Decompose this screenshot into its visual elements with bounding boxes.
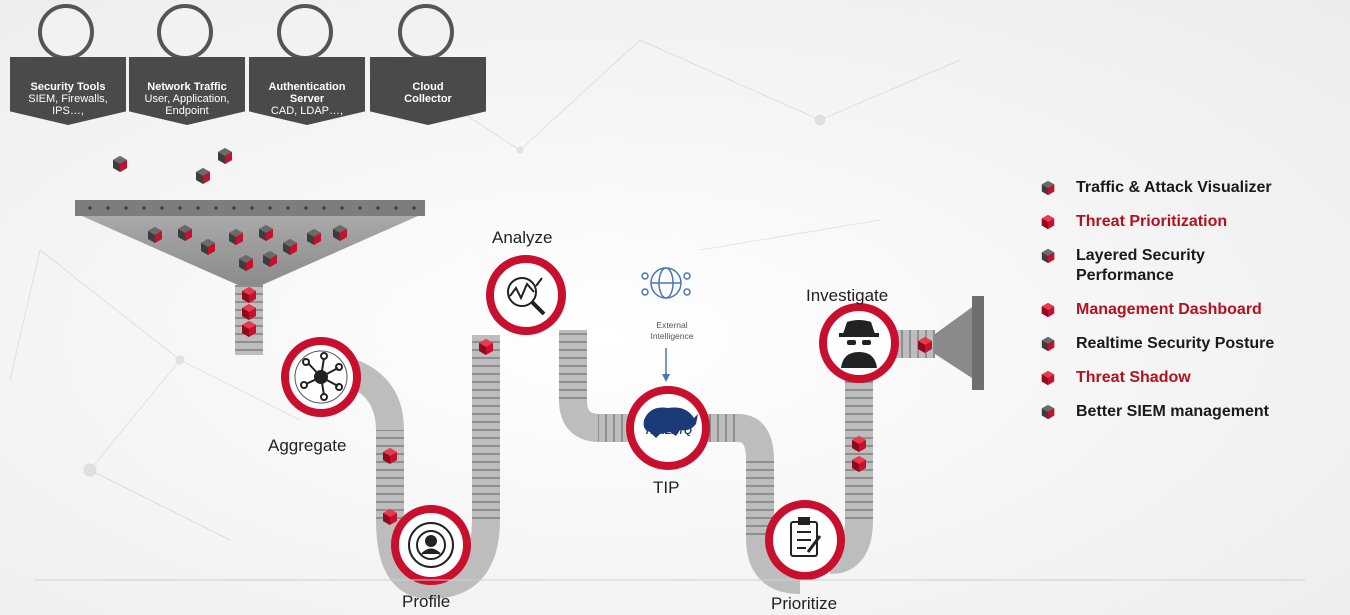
label-analyze: Analyze bbox=[492, 228, 553, 247]
source-line: CAD, LDAP…, bbox=[270, 105, 344, 117]
source-line: User, Application, bbox=[144, 93, 230, 105]
label-profile: Profile bbox=[402, 592, 451, 611]
stage-analyze bbox=[486, 255, 566, 335]
red-cube-icon bbox=[1041, 214, 1055, 230]
rhino-icon bbox=[643, 407, 698, 438]
label-tip: TIP bbox=[653, 478, 680, 497]
shield-icon bbox=[38, 4, 94, 60]
feature-legend: Traffic & Attack Visualizer Threat Prior… bbox=[1040, 178, 1345, 436]
source-line: Server bbox=[289, 93, 325, 105]
clipboard-icon bbox=[790, 517, 822, 557]
source-line: IPS…, bbox=[52, 105, 84, 117]
network-background bbox=[9, 39, 961, 541]
source-security-tools: Security Tools SIEM, Firewalls, IPS…, bbox=[10, 57, 126, 125]
label-prioritize: Prioritize bbox=[771, 594, 838, 613]
dark-cube-icon bbox=[1041, 404, 1055, 420]
legend-item: Management Dashboard bbox=[1040, 300, 1345, 320]
cloud-icon bbox=[398, 4, 454, 60]
stage-prioritize bbox=[765, 500, 845, 580]
legend-label: Management Dashboard bbox=[1076, 301, 1262, 318]
dark-cube-icon bbox=[1041, 248, 1055, 264]
legend-item: Threat Shadow bbox=[1040, 368, 1345, 388]
legend-label: Layered Security Performance bbox=[1076, 247, 1205, 284]
source-line: Collector bbox=[404, 93, 452, 105]
falling-data-cubes bbox=[113, 148, 232, 184]
stage-aggregate bbox=[281, 337, 361, 417]
dark-cube-icon bbox=[1041, 336, 1055, 352]
source-title: Network Traffic bbox=[147, 81, 227, 93]
source-title: Authentication bbox=[268, 81, 346, 93]
external-intelligence-label: External Intelligence bbox=[636, 320, 708, 342]
external-intelligence-globe bbox=[641, 267, 691, 299]
laptop-icon bbox=[157, 4, 213, 60]
magnifier-chart-icon bbox=[507, 277, 546, 316]
label-investigate: Investigate bbox=[806, 286, 889, 305]
legend-item: Realtime Security Posture bbox=[1040, 334, 1345, 354]
ext-line: External bbox=[656, 320, 688, 330]
ext-line: Intelligence bbox=[650, 331, 694, 341]
legend-label: Traffic & Attack Visualizer bbox=[1076, 179, 1272, 196]
stage-tip bbox=[626, 386, 710, 470]
legend-item: Traffic & Attack Visualizer bbox=[1040, 178, 1345, 198]
source-line: SIEM, Firewalls, bbox=[28, 93, 108, 105]
label-aggregate: Aggregate bbox=[268, 436, 347, 455]
red-cube-icon bbox=[1041, 370, 1055, 386]
tip-brand: THREATQ bbox=[644, 426, 692, 437]
source-authentication: Authentication Server CAD, LDAP…, bbox=[249, 57, 365, 125]
source-network-traffic: Network Traffic User, Application, Endpo… bbox=[129, 57, 245, 125]
database-lock-icon bbox=[277, 4, 333, 60]
red-cube-icon bbox=[1041, 302, 1055, 318]
legend-item: Layered Security Performance bbox=[1040, 246, 1276, 286]
legend-label: Threat Prioritization bbox=[1076, 213, 1228, 230]
source-title: Cloud bbox=[412, 81, 444, 93]
legend-item: Threat Prioritization bbox=[1040, 212, 1345, 232]
intelligence-arrow bbox=[662, 348, 670, 382]
legend-label: Realtime Security Posture bbox=[1076, 335, 1275, 352]
user-target-icon bbox=[408, 522, 454, 568]
funnel bbox=[75, 200, 425, 285]
source-line: Endpoint bbox=[165, 105, 209, 117]
stage-profile bbox=[391, 505, 471, 585]
dark-cube-icon bbox=[1041, 180, 1055, 196]
legend-label: Better SIEM management bbox=[1076, 403, 1269, 420]
source-cloud-collector: Cloud Collector bbox=[370, 57, 486, 125]
stage-investigate bbox=[819, 303, 899, 383]
source-title: Security Tools bbox=[30, 81, 106, 93]
network-hub-icon bbox=[300, 352, 343, 401]
legend-item: Better SIEM management bbox=[1040, 402, 1345, 422]
spy-icon bbox=[839, 320, 879, 368]
legend-label: Threat Shadow bbox=[1076, 369, 1191, 386]
